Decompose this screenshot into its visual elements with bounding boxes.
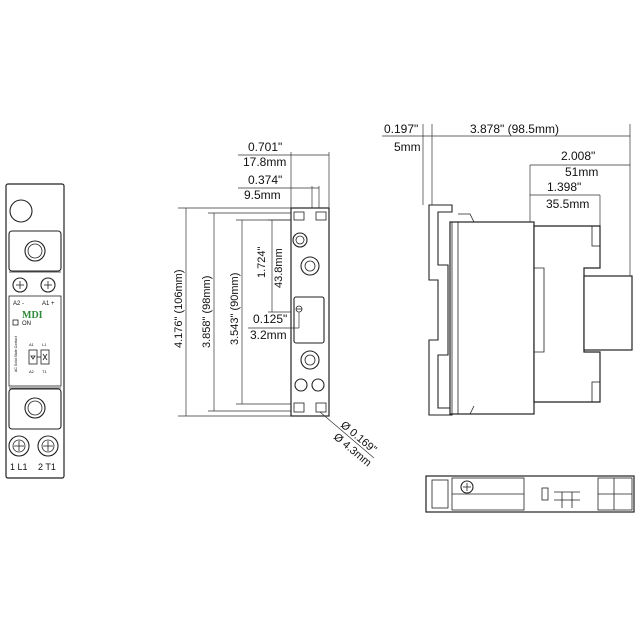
side-screw-left-icon	[294, 378, 308, 392]
dim-rail-mm: 5mm	[394, 140, 421, 154]
product-text: AC Solid State Contact	[14, 336, 18, 372]
brand-logo: MDI	[22, 310, 43, 321]
schematic-a2-label: A2	[29, 369, 35, 374]
dim-inner-width-mm: 9.5mm	[244, 188, 281, 202]
side-knob-mid-icon	[300, 256, 320, 276]
side-view-housing	[290, 207, 330, 417]
bottom-screw-left-icon	[8, 435, 30, 457]
bottom-screw-right-icon	[37, 435, 59, 457]
din-rail-clip	[428, 204, 453, 416]
dim-overall-width-in: 0.701"	[248, 140, 282, 154]
profile-nose	[583, 275, 633, 351]
dim-depth-front-in: 1.398"	[547, 180, 581, 194]
top-knob-icon	[24, 240, 46, 262]
side-view-dimension-lines	[178, 152, 375, 459]
ssr-schematic-icon	[28, 349, 50, 365]
terminal-2t1-label: 2 T1	[38, 462, 56, 472]
profile-housing	[449, 221, 535, 415]
schematic-a1-label: A1	[29, 342, 35, 347]
bottom-module	[8, 388, 62, 430]
bottom-knob-icon	[24, 397, 46, 419]
front-view: A2 - A1 + MDI ON AC Solid State Contact …	[5, 183, 65, 479]
profile-view	[428, 204, 633, 416]
top-screw-right-icon	[40, 277, 56, 293]
top-screw-left-icon	[12, 277, 28, 293]
led-label: ON	[22, 321, 31, 327]
side-view	[290, 207, 330, 417]
mounting-hole-icon	[9, 199, 33, 223]
dim-offset-in: 0.125"	[253, 312, 287, 326]
schematic-t1-label: T1	[42, 369, 47, 374]
dim-overall-width-mm: 17.8mm	[243, 155, 286, 169]
top-view	[425, 475, 635, 513]
terminal-a1-label: A1 +	[42, 301, 55, 307]
terminal-1l1-label: 1 L1	[10, 462, 28, 472]
dim-window-height-in: 1.724"	[256, 246, 268, 278]
side-window	[293, 296, 325, 344]
side-screw-right-icon	[311, 378, 325, 392]
dim-depth-mid-in: 2.008"	[561, 149, 595, 163]
dim-height-inner: 3.543" (90mm)	[229, 273, 241, 345]
side-knob-top-icon	[292, 232, 308, 248]
dim-height-total: 4.176" (106mm)	[173, 270, 185, 349]
profile-dimension-lines	[382, 124, 631, 276]
dim-window-height-mm: 43.8mm	[273, 248, 285, 288]
dim-depth-total: 3.878" (98.5mm)	[470, 122, 559, 136]
schematic-l1-label: L1	[42, 342, 47, 347]
front-view-housing	[5, 183, 65, 479]
dim-height-mid: 3.858" (98mm)	[201, 276, 213, 348]
terminal-a2-label: A2 -	[13, 301, 24, 307]
led-indicator-icon	[12, 319, 19, 326]
top-module	[8, 230, 62, 272]
dim-offset-mm: 3.2mm	[250, 328, 287, 342]
dim-inner-width-in: 0.374"	[248, 173, 282, 187]
label-panel	[8, 295, 62, 387]
dim-rail-in: 0.197"	[384, 122, 418, 136]
side-knob-low-icon	[300, 350, 320, 370]
top-view-screw-icon	[460, 480, 474, 494]
dim-depth-mid-mm: 51mm	[565, 165, 598, 179]
dim-depth-front-mm: 35.5mm	[546, 197, 589, 211]
